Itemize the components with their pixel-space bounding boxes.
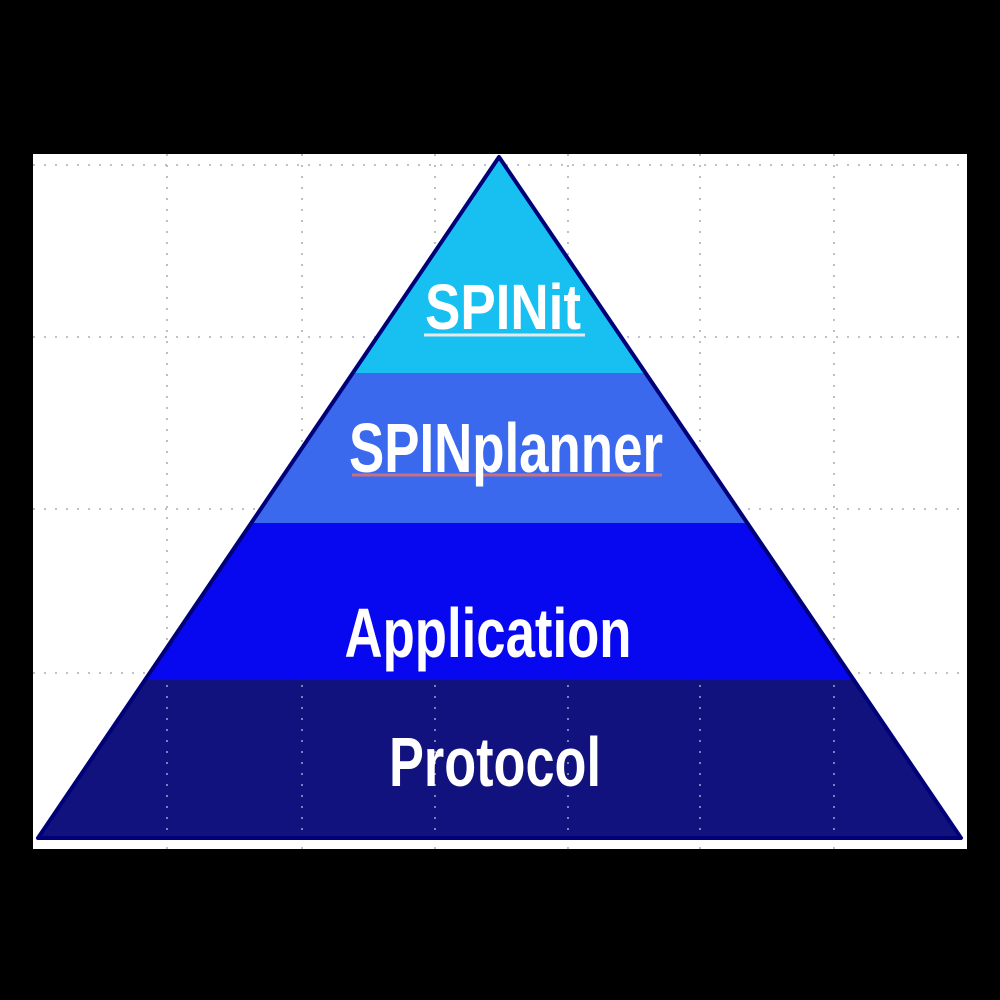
- pyramid-diagram: SPINit SPINplanner Application Protocol: [33, 154, 967, 849]
- layer-label-spinit: SPINit: [425, 271, 581, 343]
- pyramid-layer-spinplanner: [251, 373, 748, 523]
- pyramid-layer-protocol: [38, 680, 961, 838]
- layer-label-application: Application: [345, 594, 632, 672]
- layer-label-spinplanner: SPINplanner: [349, 409, 663, 487]
- layer-label-protocol: Protocol: [389, 723, 601, 801]
- pyramid-layer-application: [144, 523, 854, 680]
- plot-canvas: SPINit SPINplanner Application Protocol: [33, 154, 967, 849]
- pyramid-layer-spinit: [352, 157, 646, 373]
- pyramid-outline: [36, 155, 963, 840]
